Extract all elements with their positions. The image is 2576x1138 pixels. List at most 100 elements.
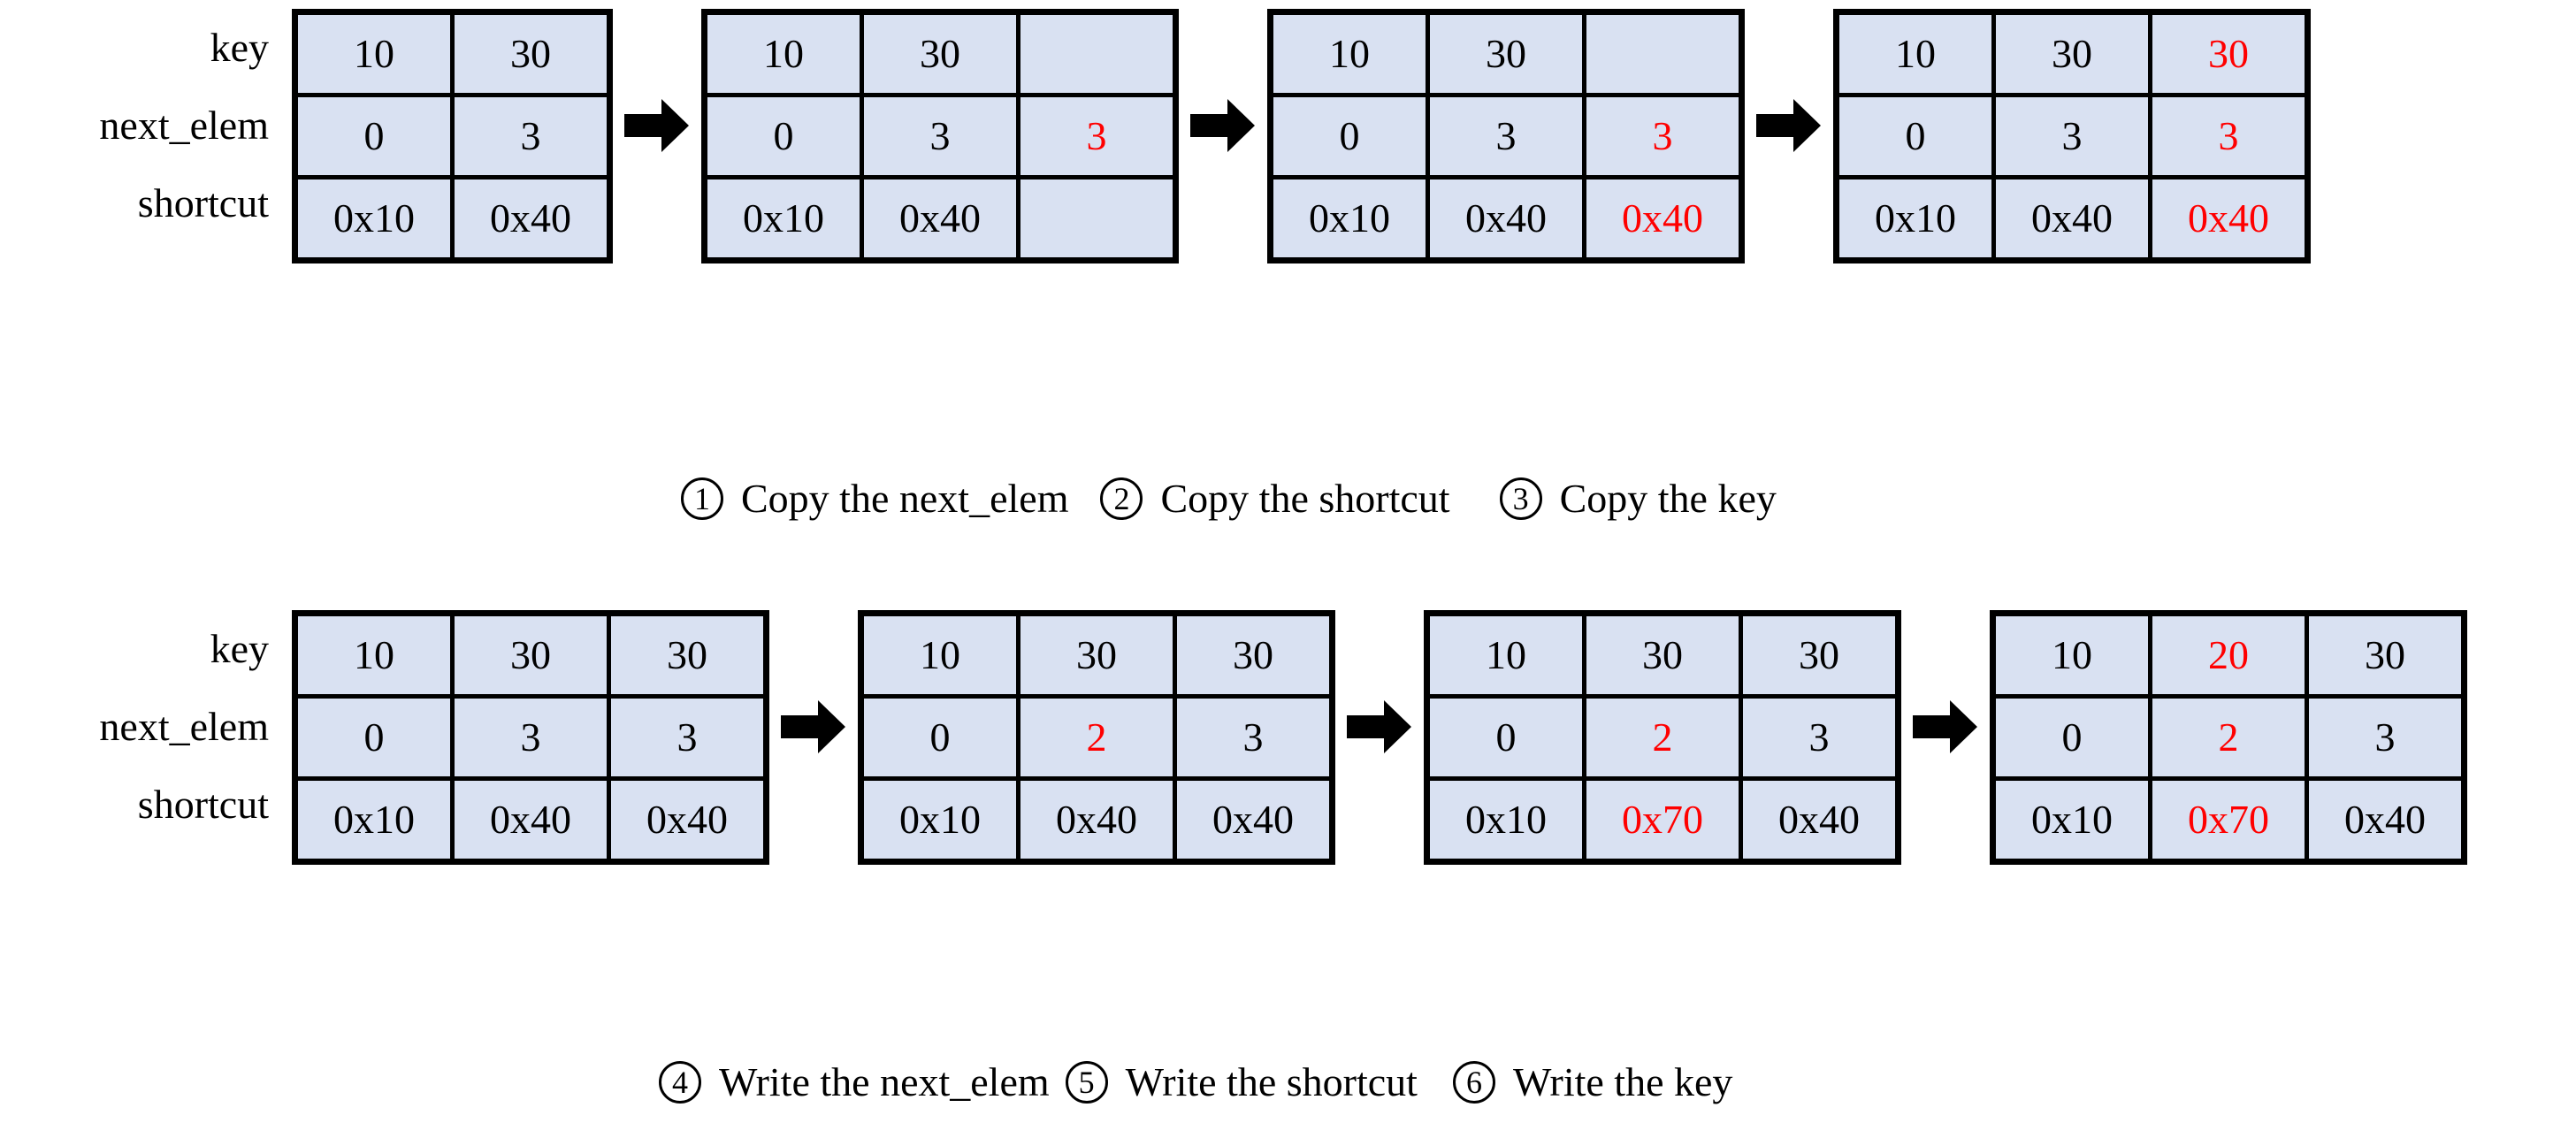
caption-item: 5 Write the shortcut xyxy=(1065,1059,1418,1104)
table-cell-next_elem: 3 xyxy=(1582,93,1744,179)
caption-label: Write the key xyxy=(1512,1059,1733,1104)
row-label-next-elem: next_elem xyxy=(99,704,269,749)
table-cell-next_elem: 2 xyxy=(2148,694,2309,781)
table-cell-shortcut: 0x40 xyxy=(2305,776,2466,864)
table-cell-key: 30 xyxy=(2305,611,2466,699)
table-cell-shortcut: 0x40 xyxy=(450,175,612,263)
caption-label: Write the shortcut xyxy=(1125,1059,1418,1104)
table-cell-shortcut: 0x70 xyxy=(1582,776,1743,864)
table-cell-next_elem: 3 xyxy=(2305,694,2466,781)
table-cell-key: 30 xyxy=(450,10,612,97)
table-cell-key: 10 xyxy=(1991,611,2152,699)
table-cell-next_elem: 3 xyxy=(1991,93,2152,179)
row-label-key: key xyxy=(210,626,269,671)
table-cell-shortcut: 0x10 xyxy=(293,175,455,263)
caption-item: 2 Copy the shortcut xyxy=(1100,476,1450,521)
table-cell-next_elem: 0 xyxy=(293,93,455,179)
table-cell-shortcut: 0x40 xyxy=(1991,175,2152,263)
right-arrow-icon xyxy=(1179,9,1267,242)
table-cell-shortcut: 0x40 xyxy=(1016,776,1177,864)
table-cell-key: 30 xyxy=(1991,10,2152,97)
table-cell-next_elem: 3 xyxy=(1016,93,1178,179)
table-cell-shortcut: 0x10 xyxy=(702,175,864,263)
table-cell-next_elem: 3 xyxy=(860,93,1020,179)
caption-label: Copy the shortcut xyxy=(1160,476,1450,521)
row-label-key: key xyxy=(210,25,269,70)
row-labels-top: key next_elem shortcut xyxy=(0,9,292,242)
table-cell-key: 10 xyxy=(702,10,864,97)
circled-step-number: 5 xyxy=(1065,1061,1108,1104)
right-arrow-icon xyxy=(769,610,858,844)
table-cell-shortcut: 0x70 xyxy=(2148,776,2309,864)
table-cell-shortcut: 0x10 xyxy=(293,776,455,864)
row-label-next-elem: next_elem xyxy=(99,103,269,148)
table-cell-key: 30 xyxy=(860,10,1020,97)
table-cell-next_elem: 3 xyxy=(1426,93,1586,179)
table-cell-next_elem: 3 xyxy=(450,694,611,781)
table-cell-next_elem: 2 xyxy=(1582,694,1743,781)
table-cell-key: 30 xyxy=(1016,611,1177,699)
table-cell-shortcut: 0x40 xyxy=(860,175,1020,263)
table-cell-shortcut: 0x40 xyxy=(1426,175,1586,263)
circled-step-number: 3 xyxy=(1499,477,1542,520)
table-cell-shortcut: 0x40 xyxy=(2148,175,2310,263)
caption-item: 6 Write the key xyxy=(1452,1059,1733,1104)
table-cell-key: 20 xyxy=(2148,611,2309,699)
table-cell-next_elem: 2 xyxy=(1016,694,1177,781)
table-cell-key: 30 xyxy=(1426,10,1586,97)
table-cell-key: 30 xyxy=(607,611,768,699)
table-cell-next_elem: 0 xyxy=(1268,93,1430,179)
table-cell-next_elem: 3 xyxy=(1739,694,1900,781)
table-cell-next_elem: 3 xyxy=(450,93,612,179)
table-cell-key: 10 xyxy=(1268,10,1430,97)
table-cell-next_elem: 0 xyxy=(702,93,864,179)
circled-step-number: 6 xyxy=(1452,1061,1495,1104)
right-arrow-icon xyxy=(1335,610,1424,844)
row-label-shortcut: shortcut xyxy=(137,180,269,225)
table-cell-shortcut: 0x10 xyxy=(859,776,1020,864)
circled-step-number: 2 xyxy=(1100,477,1143,520)
table-cell-next_elem: 3 xyxy=(607,694,768,781)
table-cell-key: 30 xyxy=(1173,611,1334,699)
circled-step-number: 4 xyxy=(659,1061,701,1104)
table-cell-key xyxy=(1016,10,1178,97)
row-labels-bottom: key next_elem shortcut xyxy=(0,610,292,844)
table-cell-next_elem: 0 xyxy=(1991,694,2152,781)
table-cell-next_elem: 0 xyxy=(293,694,455,781)
table-cell-shortcut: 0x10 xyxy=(1834,175,1996,263)
table-cell-next_elem: 0 xyxy=(1834,93,1996,179)
caption-label: Copy the key xyxy=(1559,476,1777,521)
table-cell-shortcut: 0x40 xyxy=(1173,776,1334,864)
